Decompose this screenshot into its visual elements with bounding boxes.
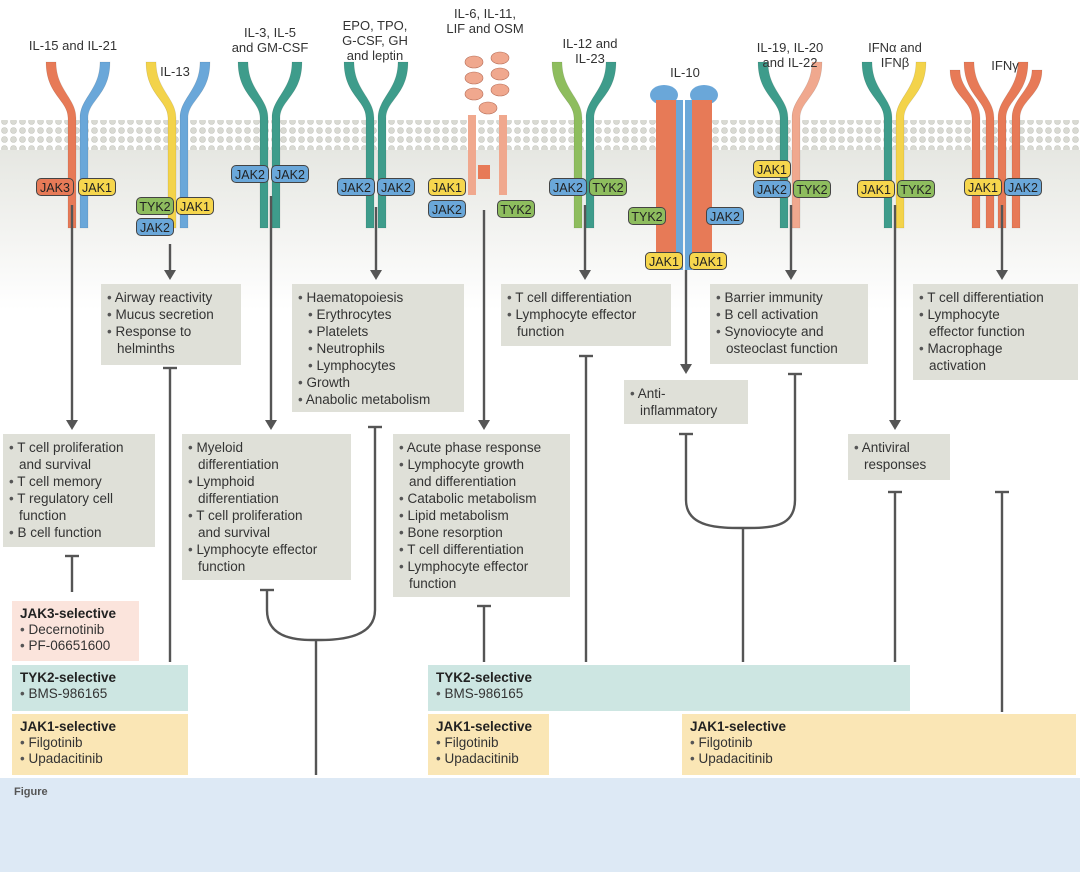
label-epo: EPO, TPO, G-CSF, GH and leptin xyxy=(342,18,408,63)
effects-ifng: T cell differentiationLymphocyte effecto… xyxy=(913,284,1078,380)
tyk2-kinase: TYK2 xyxy=(897,180,935,198)
jak2-kinase: JAK2 xyxy=(549,178,587,196)
jak2-kinase: JAK2 xyxy=(1004,178,1042,196)
drug-jak1-selective-right: JAK1-selective FilgotinibUpadacitinib xyxy=(682,714,1076,775)
drug-tyk2-selective-right: TYK2-selective BMS-986165 xyxy=(428,665,910,711)
jak1-kinase: JAK1 xyxy=(176,197,214,215)
label-il15-il21: IL-15 and IL-21 xyxy=(28,38,118,53)
merge-il3-epo xyxy=(265,609,377,642)
label-ifna: IFNα and IFNβ xyxy=(868,40,922,70)
jak3-kinase: JAK3 xyxy=(36,178,74,196)
effects-il13: Airway reactivityMucus secretionResponse… xyxy=(101,284,241,365)
label-il19: IL-19, IL-20 and IL-22 xyxy=(756,40,824,70)
jak1-kinase: JAK1 xyxy=(689,252,727,270)
jak2-kinase: JAK2 xyxy=(706,207,744,225)
effects-il10: Anti- inflammatory xyxy=(624,380,748,424)
label-ifng: IFNγ xyxy=(991,58,1019,73)
jak2-kinase: JAK2 xyxy=(428,200,466,218)
arrow-il19-head xyxy=(785,270,797,280)
il6-receptor-domain-4 xyxy=(490,67,510,81)
jak1-kinase: JAK1 xyxy=(645,252,683,270)
jak2-kinase: JAK2 xyxy=(271,165,309,183)
receptor-chain-il3-b xyxy=(271,61,303,229)
il6-receptor-domain-6 xyxy=(478,101,498,115)
il6-ligand-core xyxy=(478,165,490,179)
effects-il19: Barrier immunityB cell activationSynovio… xyxy=(710,284,868,364)
il10-receptor-chain-d xyxy=(685,100,692,270)
arrow-il13-head xyxy=(164,270,176,280)
il6-receptor-domain-0 xyxy=(464,55,484,69)
label-il10: IL-10 xyxy=(670,65,700,80)
il6-receptor-domain-5 xyxy=(490,83,510,97)
tyk2-kinase: TYK2 xyxy=(589,178,627,196)
jak2-kinase: JAK2 xyxy=(136,218,174,236)
merge-il10-il19 xyxy=(684,499,797,530)
arrow-il10-head xyxy=(680,364,692,374)
figure-caption: Figure xyxy=(14,786,48,798)
il6-receptor-domain-1 xyxy=(464,71,484,85)
drug-jak3-selective: JAK3-selective DecernotinibPF-06651600 xyxy=(12,601,139,661)
arrow-ifng-head xyxy=(996,270,1008,280)
label-il6: IL-6, IL-11, LIF and OSM xyxy=(446,6,524,36)
arrow-il6-head xyxy=(478,420,490,430)
effects-ifna: Antiviral responses xyxy=(848,434,950,480)
jak1-kinase: JAK1 xyxy=(857,180,895,198)
effects-il15: T cell proliferation and survivalT cell … xyxy=(3,434,155,547)
effects-il12: T cell differentiationLymphocyte effecto… xyxy=(501,284,671,346)
il10-receptor-chain-c xyxy=(676,100,683,270)
drug-jak1-selective-middle: JAK1-selective FilgotinibUpadacitinib xyxy=(428,714,549,775)
jak1-kinase: JAK1 xyxy=(964,178,1002,196)
jak1-kinase: JAK1 xyxy=(428,178,466,196)
effects-il3: Myeloid differentiationLymphoid differen… xyxy=(182,434,351,580)
effects-il6: Acute phase response Lymphocyte growth a… xyxy=(393,434,570,597)
tyk2-kinase: TYK2 xyxy=(497,200,535,218)
il6-receptor-domain-3 xyxy=(490,51,510,65)
arrow-il15-head xyxy=(66,420,78,430)
tyk2-kinase: TYK2 xyxy=(136,197,174,215)
jak2-kinase: JAK2 xyxy=(231,165,269,183)
jak2-kinase: JAK2 xyxy=(753,180,791,198)
effects-epo: Haematopoiesis Erythrocytes Platelets Ne… xyxy=(292,284,464,412)
il6-receptor-domain-2 xyxy=(464,87,484,101)
receptor-chain-il3-a xyxy=(237,61,269,229)
il6-receptor-stalk-right xyxy=(499,115,507,195)
jak2-kinase: JAK2 xyxy=(377,178,415,196)
arrow-epo-head xyxy=(370,270,382,280)
figure-footer-panel: Figure xyxy=(0,778,1080,872)
jak1-kinase: JAK1 xyxy=(753,160,791,178)
arrow-il12-head xyxy=(579,270,591,280)
arrow-ifna-head xyxy=(889,420,901,430)
label-il3: IL-3, IL-5 and GM-CSF xyxy=(231,25,309,55)
drug-tyk2-selective-left: TYK2-selective BMS-986165 xyxy=(12,665,188,711)
receptor-chain-il13-a xyxy=(145,61,177,229)
jak1-kinase: JAK1 xyxy=(78,178,116,196)
tyk2-kinase: TYK2 xyxy=(793,180,831,198)
il6-receptor-stalk-left xyxy=(468,115,476,195)
label-il12: IL-12 and IL-23 xyxy=(562,36,618,66)
drug-jak1-selective-left: JAK1-selective FilgotinibUpadacitinib xyxy=(12,714,188,775)
label-il13: IL-13 xyxy=(160,64,190,79)
tyk2-kinase: TYK2 xyxy=(628,207,666,225)
arrow-il3-head xyxy=(265,420,277,430)
il10-receptor-chain-a xyxy=(656,100,676,260)
jak2-kinase: JAK2 xyxy=(337,178,375,196)
receptor-chain-il13-b xyxy=(179,61,211,229)
cell-membrane xyxy=(0,120,1080,150)
il10-receptor-chain-b xyxy=(692,100,712,260)
